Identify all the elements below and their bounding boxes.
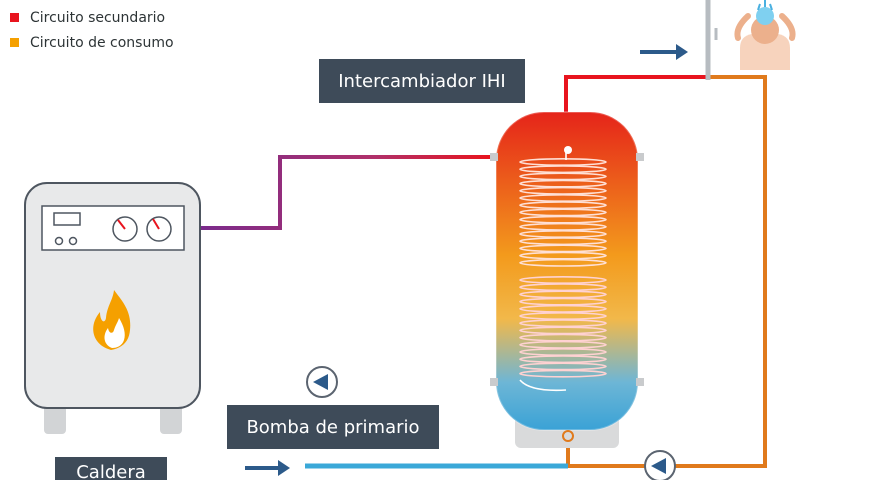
temperature-gauge-icon <box>146 216 172 242</box>
legend-item-consumption: Circuito de consumo <box>10 30 174 55</box>
coil-turn <box>519 244 607 253</box>
legend-swatch-consumption <box>10 38 19 47</box>
boiler-label: Caldera <box>55 457 167 480</box>
secondary-hot-pipe <box>564 75 708 120</box>
coil-connector <box>519 150 567 392</box>
pump-label: Bomba de primario <box>227 405 439 449</box>
boiler <box>24 182 201 434</box>
coil-turn <box>519 290 607 299</box>
coil-turn <box>519 326 607 335</box>
flow-arrow-shower <box>640 44 688 60</box>
consumption-pump-icon <box>644 450 676 480</box>
flow-arrow-cold-inlet <box>245 460 290 476</box>
coil-turn <box>519 172 607 181</box>
primary-supply-pipe <box>200 155 490 230</box>
coil-turn <box>519 362 607 371</box>
coil-turn <box>519 258 607 267</box>
consumption-loop-pipe <box>566 75 767 468</box>
flame-icon <box>93 290 131 350</box>
legend-item-secondary: Circuito secundario <box>10 5 174 30</box>
exchanger-label: Intercambiador IHI <box>319 59 525 103</box>
storage-tank <box>490 111 644 448</box>
legend-label-secondary: Circuito secundario <box>30 9 166 26</box>
legend-swatch-secondary <box>10 13 19 22</box>
coil-turn <box>519 304 607 313</box>
shower-user-icon <box>734 0 796 70</box>
pressure-gauge-icon <box>112 216 138 242</box>
legend-label-consumption: Circuito de consumo <box>30 34 174 51</box>
coil-turn <box>519 208 607 217</box>
coil-turn <box>519 275 607 284</box>
coil-turn <box>519 340 607 349</box>
legend: Circuito secundario Circuito de consumo <box>10 5 174 55</box>
primary-pump-icon <box>306 366 338 398</box>
coil-turn <box>519 347 607 356</box>
heat-exchanger-coil <box>519 150 607 392</box>
coil-turn <box>519 311 607 320</box>
coil-turn <box>519 369 607 378</box>
